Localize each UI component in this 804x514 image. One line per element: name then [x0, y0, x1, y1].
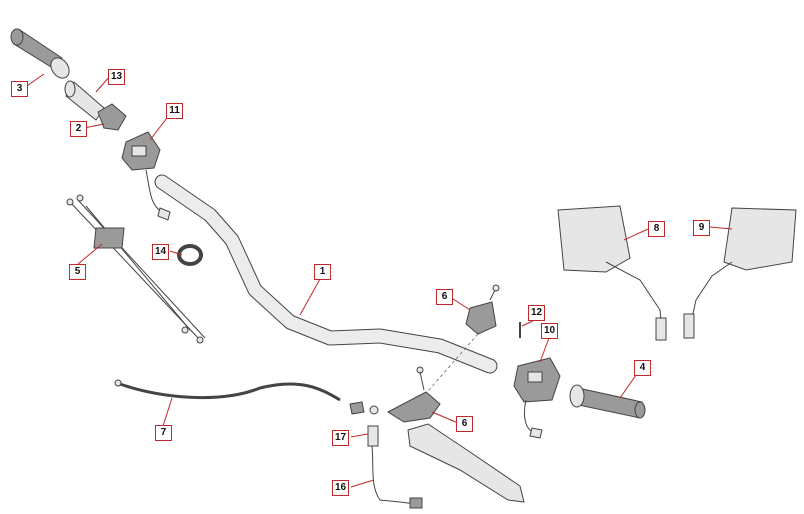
left-mirror	[683, 207, 797, 339]
callout-17: 17	[332, 430, 350, 446]
throttle-tube	[64, 80, 127, 131]
callout-5: 5	[69, 264, 86, 280]
callout-3: 3	[11, 81, 28, 97]
clutch-switch	[367, 425, 423, 509]
callout-4: 4	[634, 360, 651, 376]
callout-7: 7	[155, 425, 172, 441]
left-grip	[10, 28, 70, 79]
callout-1: 1	[314, 264, 331, 280]
callout-14: 14	[152, 244, 170, 260]
right-grip	[569, 384, 646, 419]
callout-9: 9	[693, 220, 710, 236]
callout-13: 13	[108, 69, 126, 85]
cable-clamp	[177, 244, 203, 266]
callout-10: 10	[541, 323, 559, 339]
left-switch-housing	[121, 131, 171, 221]
right-switch-housing	[513, 357, 561, 439]
callout-8: 8	[648, 221, 665, 237]
throttle-cables	[66, 194, 206, 344]
clutch-lever	[349, 366, 525, 503]
right-mirror	[557, 205, 667, 341]
clamp-bracket	[419, 284, 500, 401]
callout-12: 12	[528, 305, 546, 321]
handlebar	[154, 174, 498, 374]
callout-6-lever: 6	[456, 416, 473, 432]
callout-2: 2	[70, 121, 87, 137]
clutch-cable	[114, 379, 341, 402]
callout-16: 16	[332, 480, 350, 496]
leader-lines	[23, 73, 733, 488]
callout-11: 11	[166, 103, 183, 119]
callout-6-clamp: 6	[436, 289, 453, 305]
